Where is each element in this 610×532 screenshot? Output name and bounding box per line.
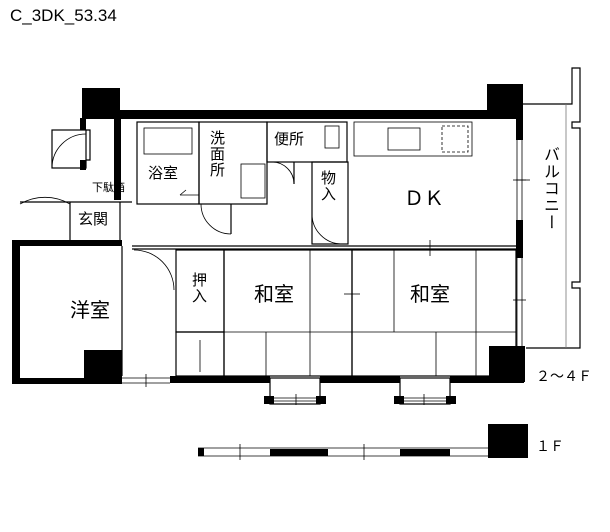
japanese-room-2-label: 和室 (410, 282, 450, 306)
upper-floor-label: ２～４Ｆ (536, 369, 592, 385)
western-room-label: 洋室 (70, 298, 110, 322)
closet-label: 押入 (190, 272, 208, 304)
ground-floor-label: １Ｆ (536, 439, 564, 455)
interior-walls (19, 121, 530, 377)
shoe-cabinet-label: 下駄箱 (92, 181, 125, 194)
japanese-room-1-label: 和室 (254, 282, 294, 306)
window-bay-2 (394, 377, 456, 405)
storage-label: 物入 (319, 170, 337, 202)
exterior-walls (12, 84, 525, 384)
first-floor-strip (198, 424, 528, 460)
window-bottom-left (122, 374, 170, 387)
plan-title: C_3DK_53.34 (10, 6, 117, 25)
dk-label: ＤＫ (404, 186, 444, 210)
washroom-label: 洗面所 (208, 130, 226, 178)
bath-label: 浴室 (148, 164, 179, 182)
window-bay-1 (264, 377, 326, 405)
balcony-outline (522, 67, 581, 349)
toilet-label: 便所 (274, 130, 305, 148)
entrance-label: 玄関 (78, 210, 109, 228)
balcony-label: バルコニー (541, 146, 560, 231)
